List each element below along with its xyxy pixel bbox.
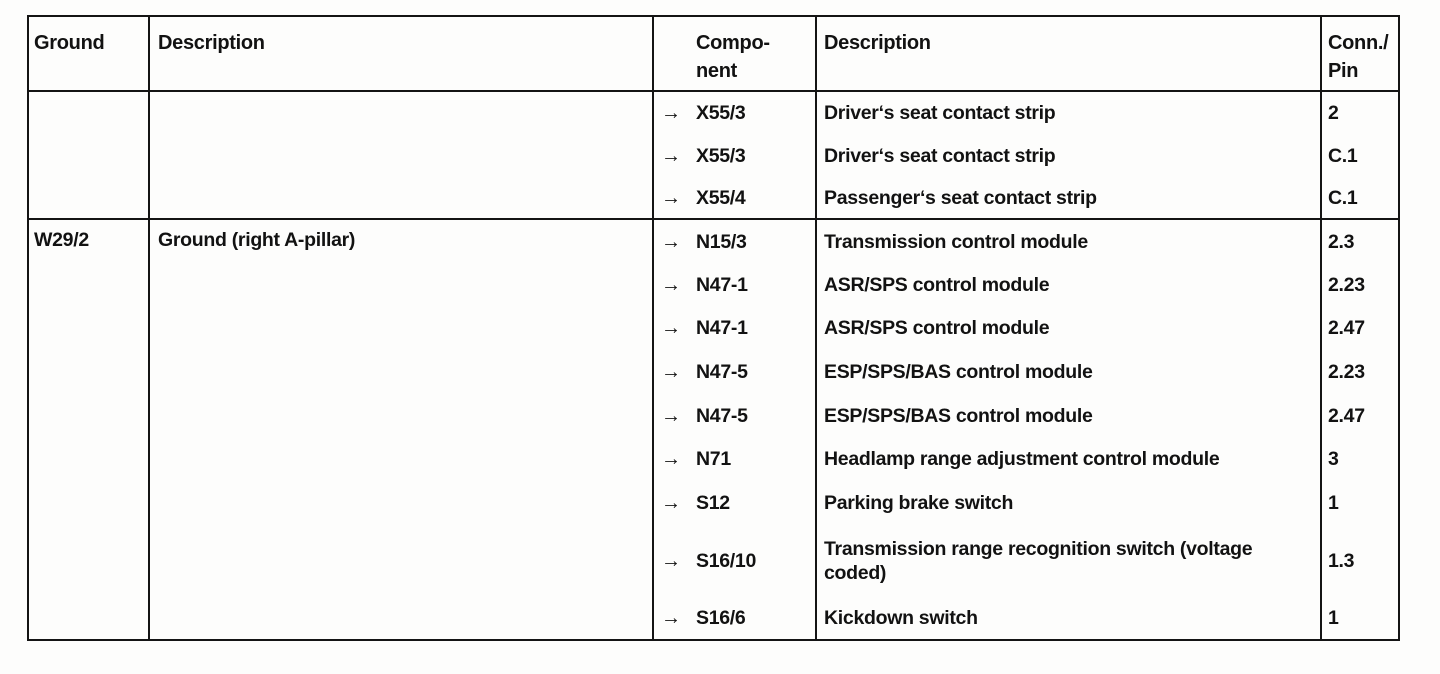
component-id: N47-5 [696, 404, 748, 427]
ground-cell: W29/2 [29, 220, 150, 639]
ground-cell [29, 92, 150, 220]
table-row: → S16/10 Transmission range recognition s… [654, 525, 1398, 596]
component-id: N15/3 [696, 230, 747, 253]
table-section-w29-2: W29/2 Ground (right A-pillar) → N15/3 Tra… [29, 220, 1398, 639]
arrow-right-icon: → [661, 492, 681, 514]
component-description: Driver‘s seat contact strip [817, 92, 1322, 135]
table-row: → N47-5 ESP/SPS/BAS control module 2.47 [654, 394, 1398, 437]
component-id: S12 [696, 492, 730, 514]
component-description: Headlamp range adjustment control module [817, 437, 1322, 481]
arrow-right-icon: → [661, 317, 681, 339]
arrow-right-icon: → [661, 549, 681, 572]
table-row: → X55/3 Driver‘s seat contact strip 2 [654, 92, 1398, 135]
table-row: → S12 Parking brake switch 1 [654, 481, 1398, 525]
component-id: S16/6 [696, 606, 746, 629]
component-description: Driver‘s seat contact strip [817, 134, 1322, 178]
arrow-right-icon: → [661, 230, 681, 253]
component-description: Transmission range recognition switch (v… [817, 525, 1322, 596]
conn-pin-value: 2.23 [1328, 273, 1365, 296]
conn-pin-value: 2.47 [1328, 317, 1365, 339]
component-description: Passenger‘s seat contact strip [817, 177, 1322, 220]
conn-pin-value: C.1 [1328, 144, 1358, 167]
header-description-left: Description [150, 17, 654, 90]
conn-pin-value: 2.47 [1328, 404, 1365, 427]
component-rows: → X55/3 Driver‘s seat contact strip 2 → X5… [654, 92, 1398, 220]
arrow-right-icon: → [661, 187, 681, 210]
conn-pin-value: C.1 [1328, 187, 1358, 210]
component-description: Parking brake switch [817, 481, 1322, 525]
component-id: X55/3 [696, 144, 746, 167]
arrow-right-icon: → [661, 606, 681, 629]
conn-pin-value: 2.23 [1328, 361, 1365, 383]
arrow-right-icon: → [661, 448, 681, 470]
table-section-continuation: → X55/3 Driver‘s seat contact strip 2 → X5… [29, 92, 1398, 220]
ground-description-cell [150, 92, 654, 220]
conn-pin-value: 1.3 [1328, 549, 1355, 572]
table-row: → X55/3 Driver‘s seat contact strip C.1 [654, 134, 1398, 178]
arrow-right-icon: → [661, 361, 681, 383]
header-conn-pin: Conn./ Pin [1328, 32, 1389, 82]
conn-pin-value: 1 [1328, 606, 1339, 629]
component-description: ASR/SPS control module [817, 263, 1322, 306]
ground-description-cell: Ground (right A-pillar) [150, 220, 654, 639]
conn-pin-value: 2.3 [1328, 230, 1355, 253]
component-id: X55/4 [696, 187, 746, 210]
table-row: → S16/6 Kickdown switch 1 [654, 596, 1398, 639]
table-row: → X55/4 Passenger‘s seat contact strip C.… [654, 177, 1398, 220]
component-id: N71 [696, 448, 731, 470]
table-row: → N15/3 Transmission control module 2.3 [654, 220, 1398, 263]
conn-pin-value: 3 [1328, 448, 1339, 470]
component-id: N47-1 [696, 317, 748, 339]
component-id: S16/10 [696, 549, 757, 572]
arrow-right-icon: → [661, 404, 681, 427]
table-row: → N47-1 ASR/SPS control module 2.47 [654, 306, 1398, 350]
component-description: Transmission control module [817, 220, 1322, 263]
conn-pin-value: 2 [1328, 102, 1339, 125]
component-id: N47-5 [696, 361, 748, 383]
component-rows: → N15/3 Transmission control module 2.3 →… [654, 220, 1398, 639]
table-header-row: Ground Description Compo- nent Descripti… [29, 17, 1398, 92]
component-description: ASR/SPS control module [817, 306, 1322, 350]
component-id: X55/3 [696, 102, 746, 125]
arrow-right-icon: → [661, 144, 681, 167]
ground-points-table: Ground Description Compo- nent Descripti… [27, 15, 1400, 641]
arrow-right-icon: → [661, 273, 681, 296]
header-ground: Ground [29, 17, 150, 90]
component-id: N47-1 [696, 273, 748, 296]
arrow-right-icon: → [661, 102, 681, 125]
component-description: ESP/SPS/BAS control module [817, 350, 1322, 394]
header-component: Compo- nent [654, 17, 817, 90]
table-row: → N47-1 ASR/SPS control module 2.23 [654, 263, 1398, 306]
table-row: → N47-5 ESP/SPS/BAS control module 2.23 [654, 350, 1398, 394]
table-row: → N71 Headlamp range adjustment control m… [654, 437, 1398, 481]
header-description-right: Description [817, 17, 1322, 90]
component-description: ESP/SPS/BAS control module [817, 394, 1322, 437]
conn-pin-value: 1 [1328, 492, 1339, 514]
component-description: Kickdown switch [817, 596, 1322, 639]
